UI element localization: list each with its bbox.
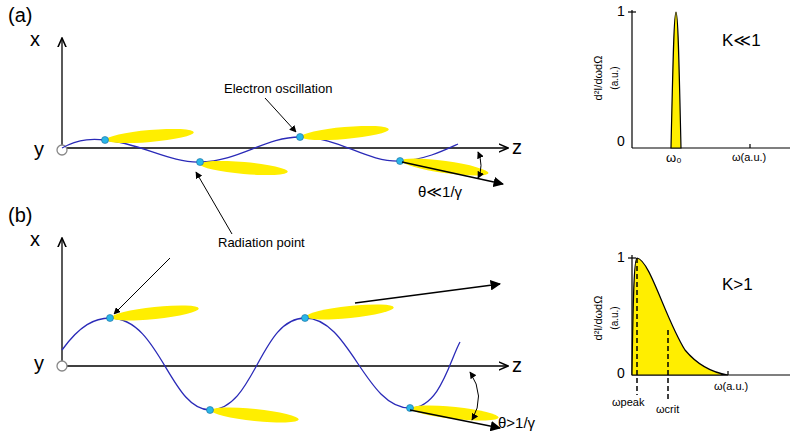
- axis-letter: x: [30, 28, 40, 50]
- tick-label: 0: [617, 366, 625, 381]
- tick-label: ωcrit: [656, 403, 679, 415]
- panel-letter: (a): [8, 4, 32, 26]
- axis-letter: y: [34, 138, 44, 160]
- axis-letter: z: [512, 354, 522, 376]
- axis-title: d²I/dωdΩ: [592, 296, 604, 341]
- axis-title: d²I/dωdΩ: [592, 56, 604, 101]
- axis-title: (a.u.): [609, 66, 620, 89]
- callout-text: Electron oscillation: [224, 82, 332, 96]
- tick-label: ω₀: [666, 151, 682, 165]
- axis-letter: x: [30, 228, 40, 250]
- angle-label: θ≪1/γ: [418, 184, 462, 201]
- tick-label: 0: [617, 134, 625, 149]
- tick-label: 1: [617, 250, 625, 265]
- callout-text: Radiation point: [218, 236, 305, 250]
- axis-letter: z: [512, 136, 522, 158]
- panel-letter: (b): [8, 204, 32, 226]
- axis-letter: y: [34, 352, 44, 374]
- angle-label: θ>1/γ: [498, 415, 535, 432]
- tick-label: ωpeak: [612, 396, 644, 408]
- plot-param: K>1: [722, 276, 753, 295]
- axis-title: (a.u.): [609, 306, 620, 329]
- axis-title: ω(a.u.): [714, 380, 748, 392]
- plot-param: K≪1: [722, 32, 761, 51]
- axis-title: ω(a.u.): [732, 151, 766, 163]
- tick-label: 1: [617, 4, 625, 19]
